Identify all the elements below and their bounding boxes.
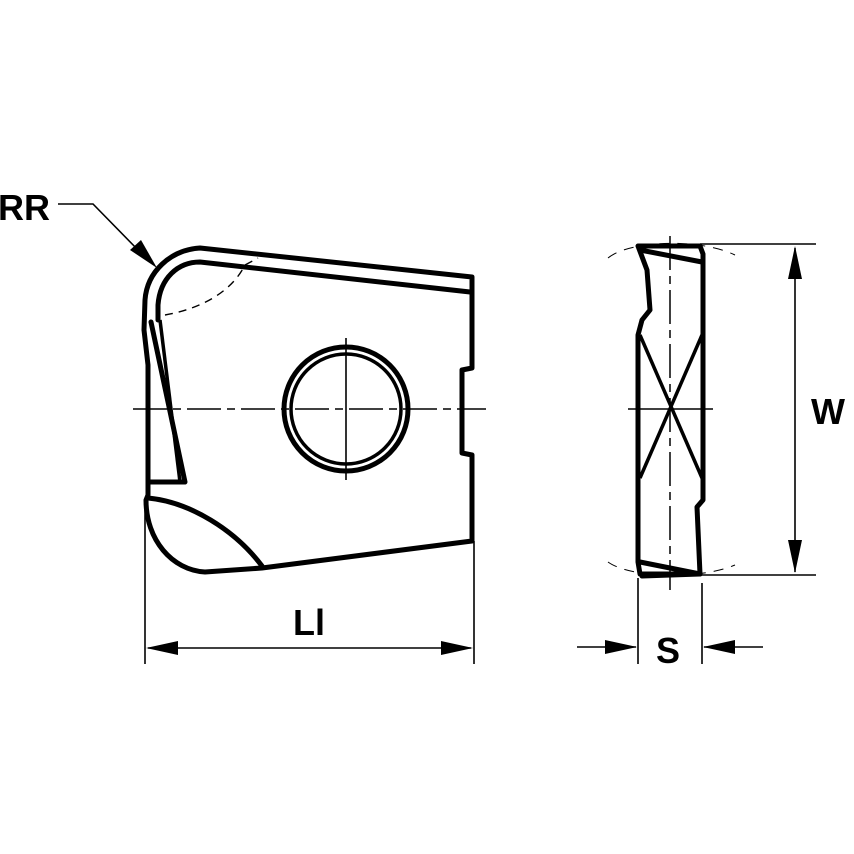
side-outline <box>635 243 706 577</box>
length-arrow-right-icon <box>441 641 473 655</box>
thickness-label: S <box>656 630 680 671</box>
chip-breaker-curve <box>145 495 265 569</box>
corner-radius-leader <box>58 203 141 253</box>
side-top-slant <box>637 247 705 265</box>
thickness-arrow-left-icon <box>605 640 637 654</box>
side-cross-b <box>638 334 704 479</box>
corner-radius-label: RR <box>0 187 50 228</box>
top-view <box>58 203 486 664</box>
side-bottom-slant <box>637 559 703 579</box>
length-arrow-left-icon <box>146 641 178 655</box>
side-top-arc <box>607 242 736 259</box>
width-arrow-bottom-icon <box>788 540 802 573</box>
left-flank-wedge <box>147 319 188 485</box>
length-label: Ll <box>293 602 325 643</box>
width-label: W <box>811 391 845 432</box>
left-flank-line <box>158 319 182 483</box>
side-view <box>577 236 816 664</box>
insert-outline <box>141 245 475 575</box>
corner-radius-arrow-icon <box>130 240 157 268</box>
width-arrow-top-icon <box>788 246 802 279</box>
inner-edge-top <box>155 259 473 323</box>
thickness-arrow-right-icon <box>703 640 735 654</box>
